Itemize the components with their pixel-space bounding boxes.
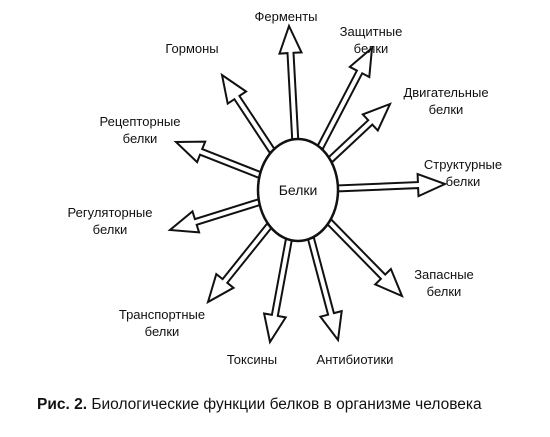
- label-line: Гормоны: [165, 41, 218, 56]
- arrow-zashchitnye: [316, 45, 374, 151]
- arrow-retseptornye: [173, 140, 263, 180]
- label-gormony: Гормоны: [165, 41, 218, 56]
- label-line: Токсины: [227, 352, 277, 367]
- arrow-dvigatelnye: [326, 102, 392, 164]
- label-retseptornye: Рецепторные белки: [100, 114, 181, 146]
- arrow-strukturnye: [336, 172, 448, 198]
- label-line: Двигательные: [403, 85, 488, 100]
- arrow-fermenty: [278, 23, 304, 141]
- arrows-layer: [167, 23, 448, 345]
- label-line: белки: [427, 284, 462, 299]
- label-zashchitnye: Защитные белки: [340, 24, 403, 56]
- figure-caption: Рис. 2. Биологические функции белков в о…: [37, 396, 482, 414]
- center-label: Белки: [279, 182, 318, 198]
- label-line: Транспортные: [119, 307, 205, 322]
- arrow-transportnye: [206, 222, 274, 305]
- label-zapasnye: Запасные белки: [414, 267, 474, 299]
- caption-text: Биологические функции белков в организме…: [91, 396, 482, 413]
- label-line: белки: [145, 324, 180, 339]
- label-line: Защитные: [340, 24, 403, 39]
- label-line: Запасные: [414, 267, 474, 282]
- label-line: Ферменты: [255, 9, 318, 24]
- label-dvigatelnye: Двигательные белки: [403, 85, 488, 117]
- arrow-antibiotiki: [306, 236, 343, 343]
- arrow-gormony: [220, 72, 277, 155]
- label-line: Антибиотики: [317, 352, 394, 367]
- caption-number: Рис. 2.: [37, 396, 88, 413]
- label-line: белки: [429, 102, 464, 117]
- center-ellipse: [256, 137, 340, 243]
- label-line: белки: [123, 131, 158, 146]
- label-strukturnye: Структурные белки: [424, 157, 502, 189]
- label-line: Регуляторные: [68, 205, 153, 220]
- label-antibiotiki: Антибиотики: [317, 352, 394, 367]
- label-line: Структурные: [424, 157, 502, 172]
- label-line: Рецепторные: [100, 114, 181, 129]
- label-line: белки: [446, 174, 481, 189]
- arrow-regulyatornye: [167, 198, 262, 234]
- label-fermenty: Ферменты: [255, 9, 318, 24]
- label-transportnye: Транспортные белки: [119, 307, 205, 339]
- arrow-toksiny: [262, 237, 293, 345]
- label-line: белки: [93, 222, 128, 237]
- label-line: белки: [354, 41, 389, 56]
- arrow-zapasnye: [325, 218, 404, 298]
- label-toksiny: Токсины: [227, 352, 277, 367]
- label-regulyatornye: Регуляторные белки: [68, 205, 153, 237]
